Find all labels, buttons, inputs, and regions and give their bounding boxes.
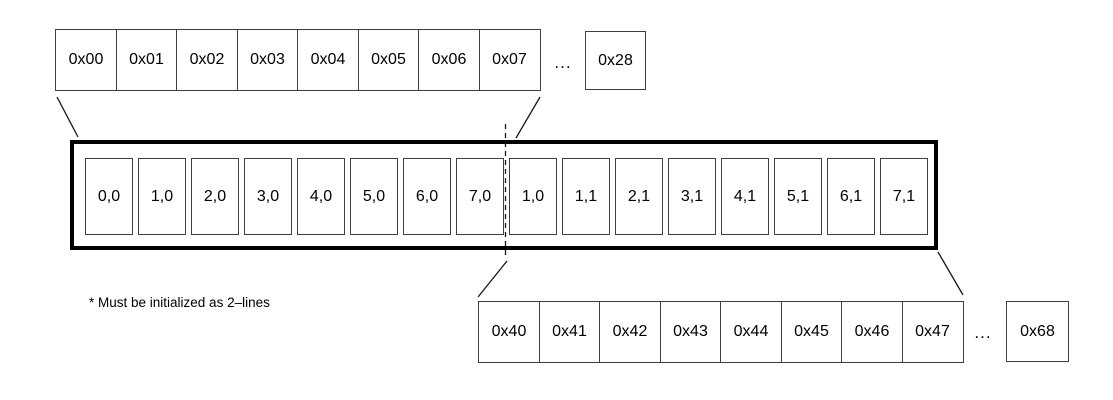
top-address-cell: 0x01 bbox=[115, 29, 178, 91]
connector-bottom-left bbox=[477, 260, 508, 298]
top-address-cell: 0x02 bbox=[176, 29, 238, 91]
cache-cell: 5,1 bbox=[774, 158, 822, 235]
cache-line-box: 0,0 1,0 2,0 3,0 4,0 5,0 6,0 7,0 1,0 1,1 … bbox=[70, 140, 938, 250]
footnote: * Must be initialized as 2–lines bbox=[89, 295, 270, 310]
bottom-address-cell: 0x45 bbox=[780, 301, 843, 363]
top-address-cell: 0x03 bbox=[236, 29, 299, 91]
bottom-address-cell: 0x46 bbox=[841, 301, 903, 363]
top-address-cell: 0x04 bbox=[297, 29, 359, 91]
bottom-address-cell: 0x44 bbox=[720, 301, 782, 363]
bottom-address-cell: 0x40 bbox=[478, 301, 540, 363]
ellipsis-bottom: ... bbox=[974, 323, 992, 342]
cache-cell: 6,0 bbox=[403, 158, 451, 235]
cache-cell: 1,0 bbox=[509, 158, 557, 235]
cache-cell: 7,1 bbox=[880, 158, 928, 235]
bottom-address-cell: 0x42 bbox=[599, 301, 661, 363]
top-address-cell: 0x07 bbox=[478, 29, 541, 91]
cache-cell: 1,1 bbox=[562, 158, 610, 235]
cache-cell: 4,0 bbox=[297, 158, 345, 235]
end-cell-bottom: 0x68 bbox=[1006, 301, 1069, 362]
connector-top-right bbox=[515, 96, 541, 139]
bottom-address-cell: 0x47 bbox=[901, 301, 964, 363]
top-address-cell: 0x06 bbox=[418, 29, 480, 91]
cache-cell: 4,1 bbox=[721, 158, 769, 235]
cache-cell: 0,0 bbox=[85, 158, 133, 235]
top-address-cell: 0x00 bbox=[55, 29, 117, 91]
bottom-address-cell: 0x41 bbox=[538, 301, 601, 363]
ellipsis-top: ... bbox=[554, 53, 572, 72]
connector-top-left bbox=[56, 96, 79, 138]
cache-cell: 1,0 bbox=[138, 158, 186, 235]
bottom-address-cell: 0x43 bbox=[659, 301, 722, 363]
cache-cell: 3,0 bbox=[244, 158, 292, 235]
bottom-address-row: 0x40 0x41 0x42 0x43 0x44 0x45 0x46 0x47 bbox=[478, 301, 964, 363]
end-cell-top: 0x28 bbox=[585, 31, 646, 90]
cache-cell: 6,1 bbox=[827, 158, 875, 235]
cache-cell: 3,1 bbox=[668, 158, 716, 235]
cache-cell: 5,0 bbox=[350, 158, 398, 235]
cache-cell: 2,1 bbox=[615, 158, 663, 235]
top-address-row: 0x00 0x01 0x02 0x03 0x04 0x05 0x06 0x07 bbox=[55, 29, 541, 91]
cache-cell: 7,0 bbox=[456, 158, 504, 235]
cache-cell: 2,0 bbox=[191, 158, 239, 235]
top-address-cell: 0x05 bbox=[357, 29, 420, 91]
connector-bottom-right bbox=[937, 251, 964, 296]
